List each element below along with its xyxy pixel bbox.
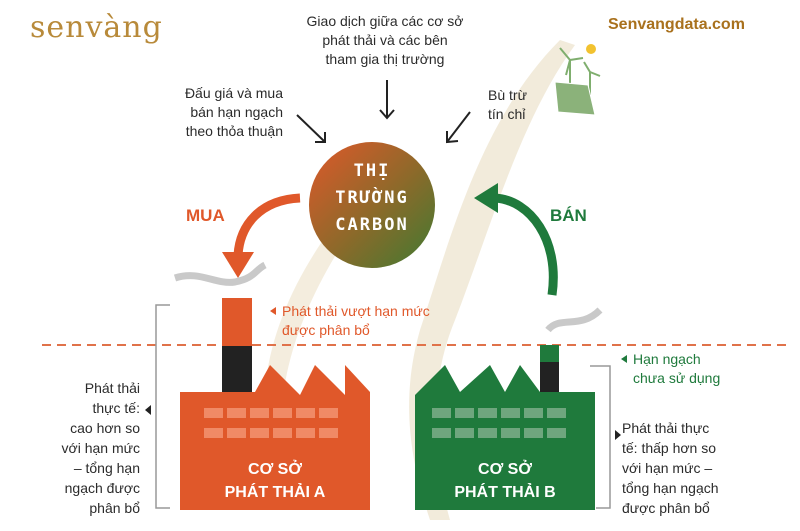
smoke-b: [545, 307, 603, 333]
bracket-b: [590, 365, 611, 509]
senvang-logo: senvàng: [30, 10, 163, 45]
factory-a: [180, 298, 370, 510]
left-label: Đấu giá và mua bán hạn ngạch theo thỏa t…: [140, 84, 283, 141]
text-line: Bù trừ: [488, 87, 527, 103]
factory-b-note: Phát thải thực tế: thấp hơn so với hạn m…: [622, 418, 719, 518]
text-line: Phát thải thực: [622, 420, 710, 436]
factory-a-note: Phát thải thực tế: cao hơn so với hạn mứ…: [40, 378, 140, 518]
text-line: Phát thải: [84, 380, 140, 396]
text-line: Hạn ngạch: [633, 351, 701, 367]
text-line: Giao dịch giữa các cơ sở: [306, 13, 464, 29]
text-line: PHÁT THẢI B: [454, 484, 556, 501]
text-line: thực tế:: [92, 400, 140, 416]
text-line: Đấu giá và mua: [184, 85, 283, 101]
factory-b-label: CƠ SỞ PHÁT THẢI B: [415, 458, 595, 504]
website-link[interactable]: Senvangdata.com: [608, 16, 745, 33]
text-line: theo thỏa thuận: [185, 123, 283, 139]
buy-arrow: [233, 193, 301, 256]
text-line: phát thải và các bên: [322, 32, 448, 48]
text-line: – tổng hạn: [73, 460, 140, 476]
renewable-energy-icon: [554, 47, 601, 116]
text-line: cao hơn so: [70, 420, 140, 436]
text-line: TRƯỜNG: [335, 188, 409, 208]
text-line: bán hạn ngạch: [190, 104, 283, 120]
text-line: tổng hạn ngạch: [622, 480, 719, 496]
bracket-a: [155, 304, 170, 509]
top-label: Giao dịch giữa các cơ sở phát thải và cá…: [275, 12, 495, 69]
factory-b: [415, 345, 595, 510]
sell-arrow: [494, 193, 558, 296]
text-line: tín chỉ: [488, 106, 526, 122]
unused-label: Hạn ngạch chưa sử dụng: [633, 350, 720, 388]
text-line: tế: thấp hơn so: [622, 440, 717, 456]
text-line: THỊ: [353, 161, 391, 181]
text-line: với hạn mức: [61, 440, 140, 456]
sell-label: BÁN: [550, 206, 587, 225]
text-line: ngạch được: [64, 480, 140, 496]
text-line: chưa sử dụng: [633, 370, 721, 386]
sun-icon: [586, 44, 596, 54]
text-line: phân bổ: [89, 500, 140, 516]
text-line: được phân bổ: [622, 500, 710, 516]
carbon-market-circle: [309, 142, 435, 268]
excess-label: Phát thải vượt hạn mức được phân bổ: [282, 302, 430, 340]
buy-label: MUA: [186, 206, 225, 225]
text-line: CARBON: [335, 215, 409, 235]
text-line: CƠ SỞ: [478, 461, 532, 478]
text-line: tham gia thị trường: [325, 51, 445, 67]
factory-a-label: CƠ SỞ PHÁT THẢI A: [180, 458, 370, 504]
text-line: được phân bổ: [282, 322, 370, 338]
text-line: Phát thải vượt hạn mức: [282, 303, 430, 319]
input-arrows: [296, 80, 471, 144]
center-title: THỊ TRƯỜNG CARBON: [330, 158, 414, 239]
text-line: CƠ SỞ: [248, 461, 302, 478]
right-label: Bù trừ tín chỉ: [488, 86, 527, 124]
smoke-a: [173, 261, 267, 286]
text-line: PHÁT THẢI A: [224, 484, 326, 501]
text-line: với hạn mức –: [622, 460, 713, 476]
